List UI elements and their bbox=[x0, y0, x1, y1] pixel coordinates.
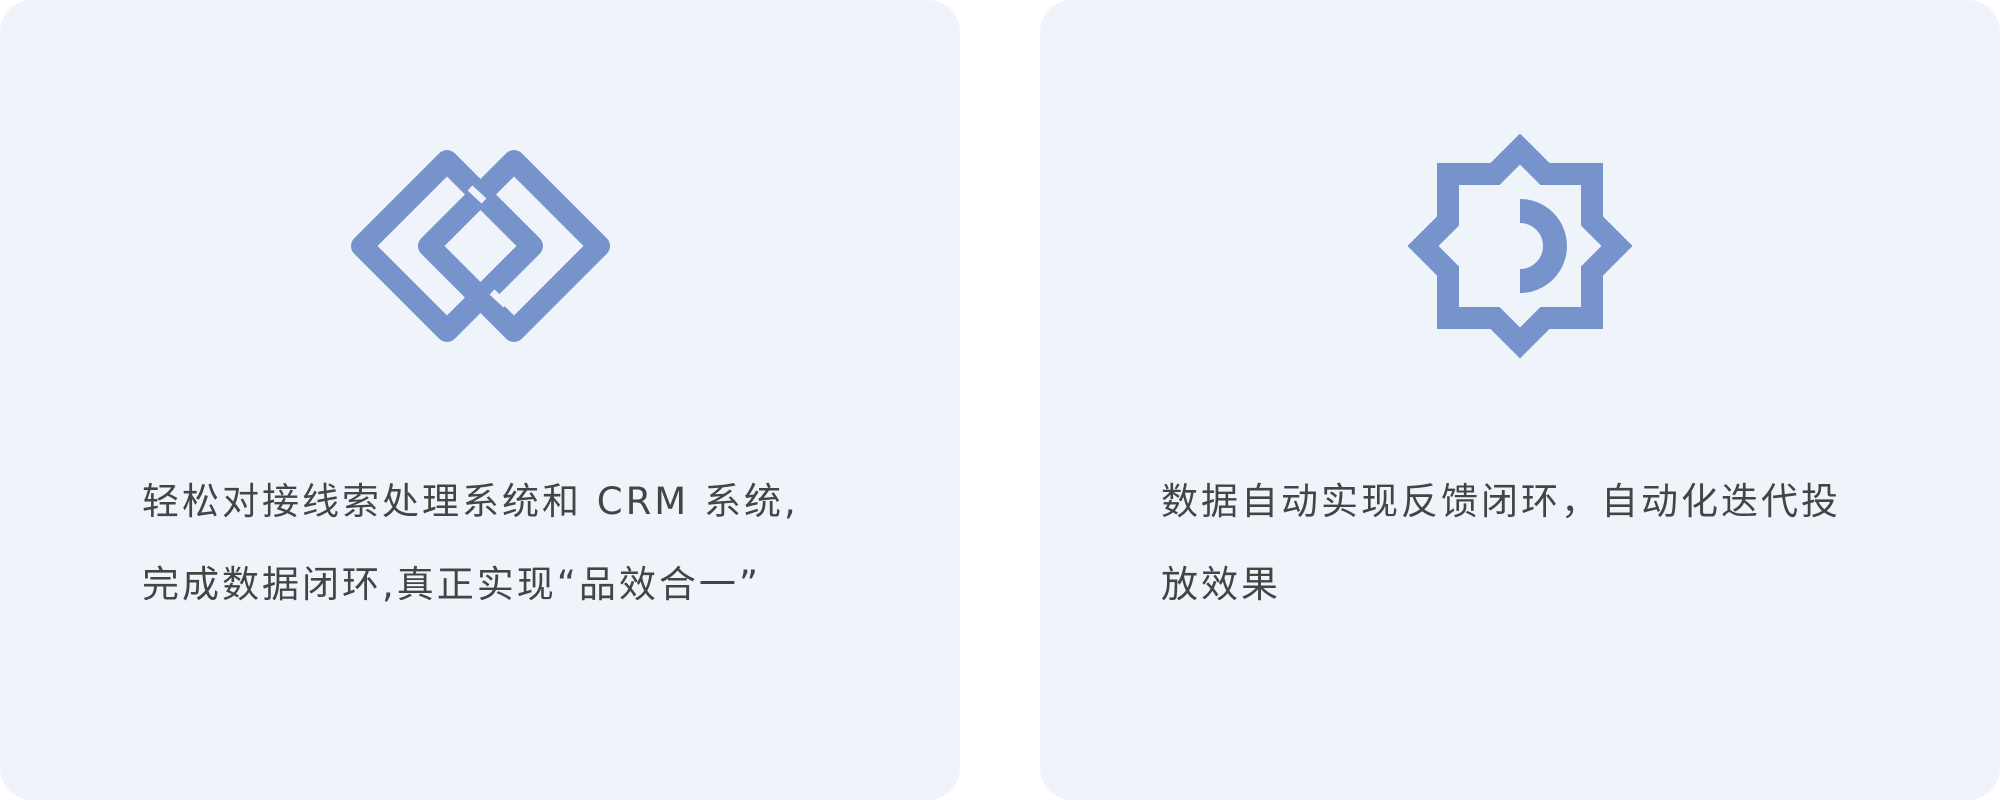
description-line: 完成数据闭环,真正实现“品效合一” bbox=[142, 563, 762, 606]
feature-card-feedback-loop: 数据自动实现反馈闭环，自动化迭代投 放效果 bbox=[1040, 0, 2000, 800]
description-line: 轻松对接线索处理系统和 CRM 系统, bbox=[142, 480, 799, 523]
star-moon-icon bbox=[1407, 133, 1633, 359]
description-line: 放效果 bbox=[1161, 563, 1281, 606]
interlocked-diamonds-icon bbox=[351, 150, 610, 342]
feature-card-crm: 轻松对接线索处理系统和 CRM 系统, 完成数据闭环,真正实现“品效合一” bbox=[0, 0, 960, 800]
feature-description: 轻松对接线索处理系统和 CRM 系统, 完成数据闭环,真正实现“品效合一” bbox=[142, 460, 799, 626]
feature-description: 数据自动实现反馈闭环，自动化迭代投 放效果 bbox=[1161, 460, 1841, 626]
description-line: 数据自动实现反馈闭环，自动化迭代投 bbox=[1161, 480, 1841, 523]
